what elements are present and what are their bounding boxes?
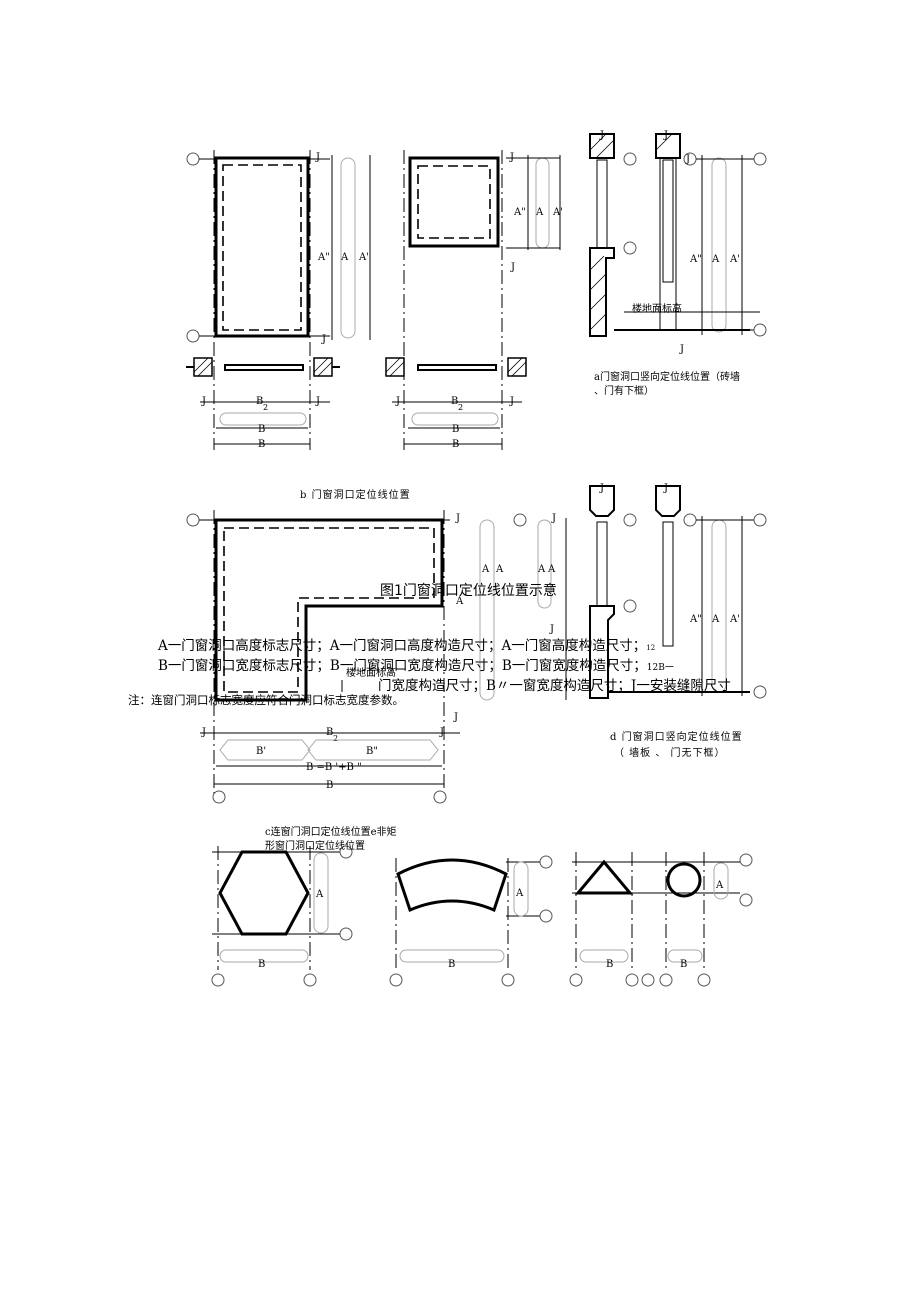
label-a-d: A <box>711 614 720 625</box>
label-b-b1: B <box>258 424 265 435</box>
legend-line-1-tail: 12 <box>646 644 656 652</box>
label-a-a: A <box>711 254 720 265</box>
label-floor-level-c: 楼地面标高 <box>346 666 396 679</box>
label-a1-d: A' <box>729 614 740 625</box>
label-j-a-left: J <box>599 130 604 141</box>
label-a-c-4: A <box>547 564 556 575</box>
label-a-e4: A <box>715 880 724 891</box>
label-a1-b2: A' <box>552 207 563 218</box>
label-a2-b2: A" <box>513 207 526 218</box>
label-a2-a: A" <box>689 254 702 265</box>
label-b1-c: B' <box>256 746 266 757</box>
label-b-e1: B <box>258 959 265 970</box>
caption-b: b 门窗洞口定位线位置 <box>300 490 411 501</box>
legend-line-1-text: A一门窗洞口高度标志尺寸；A一门窗洞口高度构造尺寸；A一门窗高度构造尺寸； <box>158 638 647 654</box>
label-a-e1: A <box>315 889 324 900</box>
panel-b-window: J A" A A' J J B 2 J B B <box>385 150 563 450</box>
label-b2-b1: B <box>256 396 263 407</box>
label-j-a-top: J <box>685 154 690 165</box>
caption-d-line1: d 门窗洞口竖向定位线位置 <box>610 732 743 743</box>
legend-line-1: A一门窗洞口高度标志尺寸；A一门窗洞口高度构造尺寸；A一门窗高度构造尺寸；12 <box>158 634 655 654</box>
label-j-d-left: J <box>599 483 604 494</box>
legend-line-2-tail: 12B一 <box>646 663 674 673</box>
label-a-e2: A <box>515 888 524 899</box>
label-b-e2: B <box>448 959 455 970</box>
sub-2-b2: 2 <box>458 403 463 412</box>
legend-line-2-text: B一门窗洞口宽度标志尺寸；B一门窗洞口宽度构造尺寸；B一门窗宽度构造尺寸； <box>158 658 647 674</box>
label-a2-d: A" <box>689 614 702 625</box>
label-j-c-top2: J <box>551 513 556 524</box>
label-j-c-right: J <box>453 712 458 723</box>
label-j-b1-bottom: J <box>321 334 326 345</box>
label-b2-c: B <box>326 727 333 738</box>
caption-a-line1: a门窗洞口竖向定位线位置（砖墙 <box>594 372 740 383</box>
label-j-b1-top: J <box>315 152 320 163</box>
caption-a-line2: 、门有下框） <box>594 386 654 397</box>
label-j-a-right: J <box>663 130 668 141</box>
label-a1-b1: A' <box>358 252 369 263</box>
panel-e-shapes: A B A B B A <box>211 845 753 987</box>
label-floor-level-a: 楼地面标高 <box>632 302 682 315</box>
legend-line-2: B一门窗洞口宽度标志尺寸；B一门窗洞口宽度构造尺寸；B一门窗宽度构造尺寸；12B… <box>158 654 674 674</box>
label-j-b1-left: J <box>201 396 206 407</box>
sub-2-b1: 2 <box>263 403 268 412</box>
label-b-e3: B <box>606 959 613 970</box>
label-a-b2: A <box>535 207 544 218</box>
label-a-b1: A <box>340 252 349 263</box>
panel-a-section: J J J A" A A' 楼地面标高 J <box>589 130 767 355</box>
label-b2-b2: B <box>451 396 458 407</box>
label-j-b2-bottom: J <box>510 262 515 273</box>
label-b2pp-c: B" <box>366 746 378 757</box>
label-j-c-right2: J <box>439 727 444 738</box>
label-j-a-bottom: J <box>679 344 684 355</box>
caption-ce-line2: 形窗门洞口定位线位置 <box>265 841 365 852</box>
label-j-b1-right: J <box>315 396 320 407</box>
legend-line-3: 门宽度构造尺寸；B〃一窗宽度构造尺寸；J一安装缝隙尺寸 <box>378 678 731 694</box>
label-j-c-mid: J <box>549 624 554 635</box>
panel-b-door: J A" A A' J J B 2 J B B <box>186 150 371 450</box>
label-a2-b1: A" <box>317 252 330 263</box>
label-j-b2-top: J <box>509 152 514 163</box>
label-j-b2-right: J <box>509 396 514 407</box>
figure-title: 图1门窗洞口定位线位置示意 <box>380 583 557 599</box>
label-a1-a: A' <box>729 254 740 265</box>
caption-ce-line1: c连窗门洞口定位线位置e非矩 <box>265 827 397 838</box>
label-b-e4: B <box>680 959 687 970</box>
label-j-c-top: J <box>455 513 460 524</box>
label-a-c-3: A <box>537 564 546 575</box>
caption-d-line2: （ 墙板 、 门无下框） <box>614 748 726 759</box>
panel-c-combined: J J A A A A A J 楼地面标高 J J B 2 J B' B" B … <box>186 510 567 804</box>
label-a-c-2: A <box>495 564 504 575</box>
figure-note: 注：连窗门洞口标志宽度应符合门洞口标志宽度参数。 <box>128 693 404 707</box>
label-j-c-left: J <box>201 727 206 738</box>
label-j-d-right: J <box>663 483 668 494</box>
label-b-b2: B <box>452 424 459 435</box>
label-a-c-1: A <box>481 564 490 575</box>
label-b1-b1: B <box>258 439 265 450</box>
label-b-sum-c: B =B '+B " <box>306 762 362 773</box>
panel-d-section: J J A" A A' <box>589 483 767 699</box>
label-b1-b2: B <box>452 439 459 450</box>
label-b-total-c: B <box>326 780 333 791</box>
sub-2-c: 2 <box>333 734 338 743</box>
label-a-c-5: A <box>455 596 464 607</box>
label-j-b2-left: J <box>395 396 400 407</box>
